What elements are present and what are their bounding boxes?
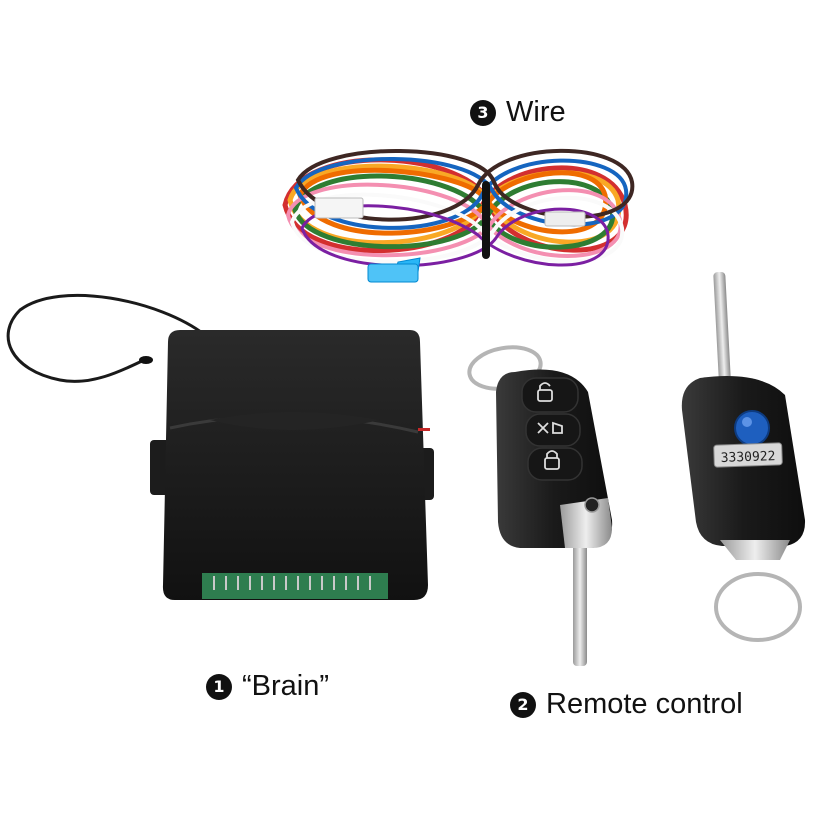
trunk-icon bbox=[537, 421, 563, 434]
label-remote-text: Remote control bbox=[546, 688, 743, 720]
lock-icon bbox=[544, 450, 560, 470]
number-badge-2: 2 bbox=[510, 691, 536, 718]
unlock-icon bbox=[537, 382, 553, 402]
wire-harness bbox=[282, 148, 635, 283]
number-badge-1: 1 bbox=[206, 673, 232, 700]
remote-key-right bbox=[681, 271, 806, 642]
label-remote: 2 Remote control bbox=[510, 688, 743, 721]
brain-module bbox=[6, 293, 434, 600]
remote-code-text: 3330922 bbox=[720, 449, 775, 466]
label-brain: 1 “Brain” bbox=[206, 670, 329, 703]
label-brain-text: “Brain” bbox=[242, 670, 330, 702]
label-wire-text: Wire bbox=[506, 96, 566, 128]
number-badge-3: 3 bbox=[470, 99, 496, 126]
label-wire: 3 Wire bbox=[470, 96, 566, 129]
